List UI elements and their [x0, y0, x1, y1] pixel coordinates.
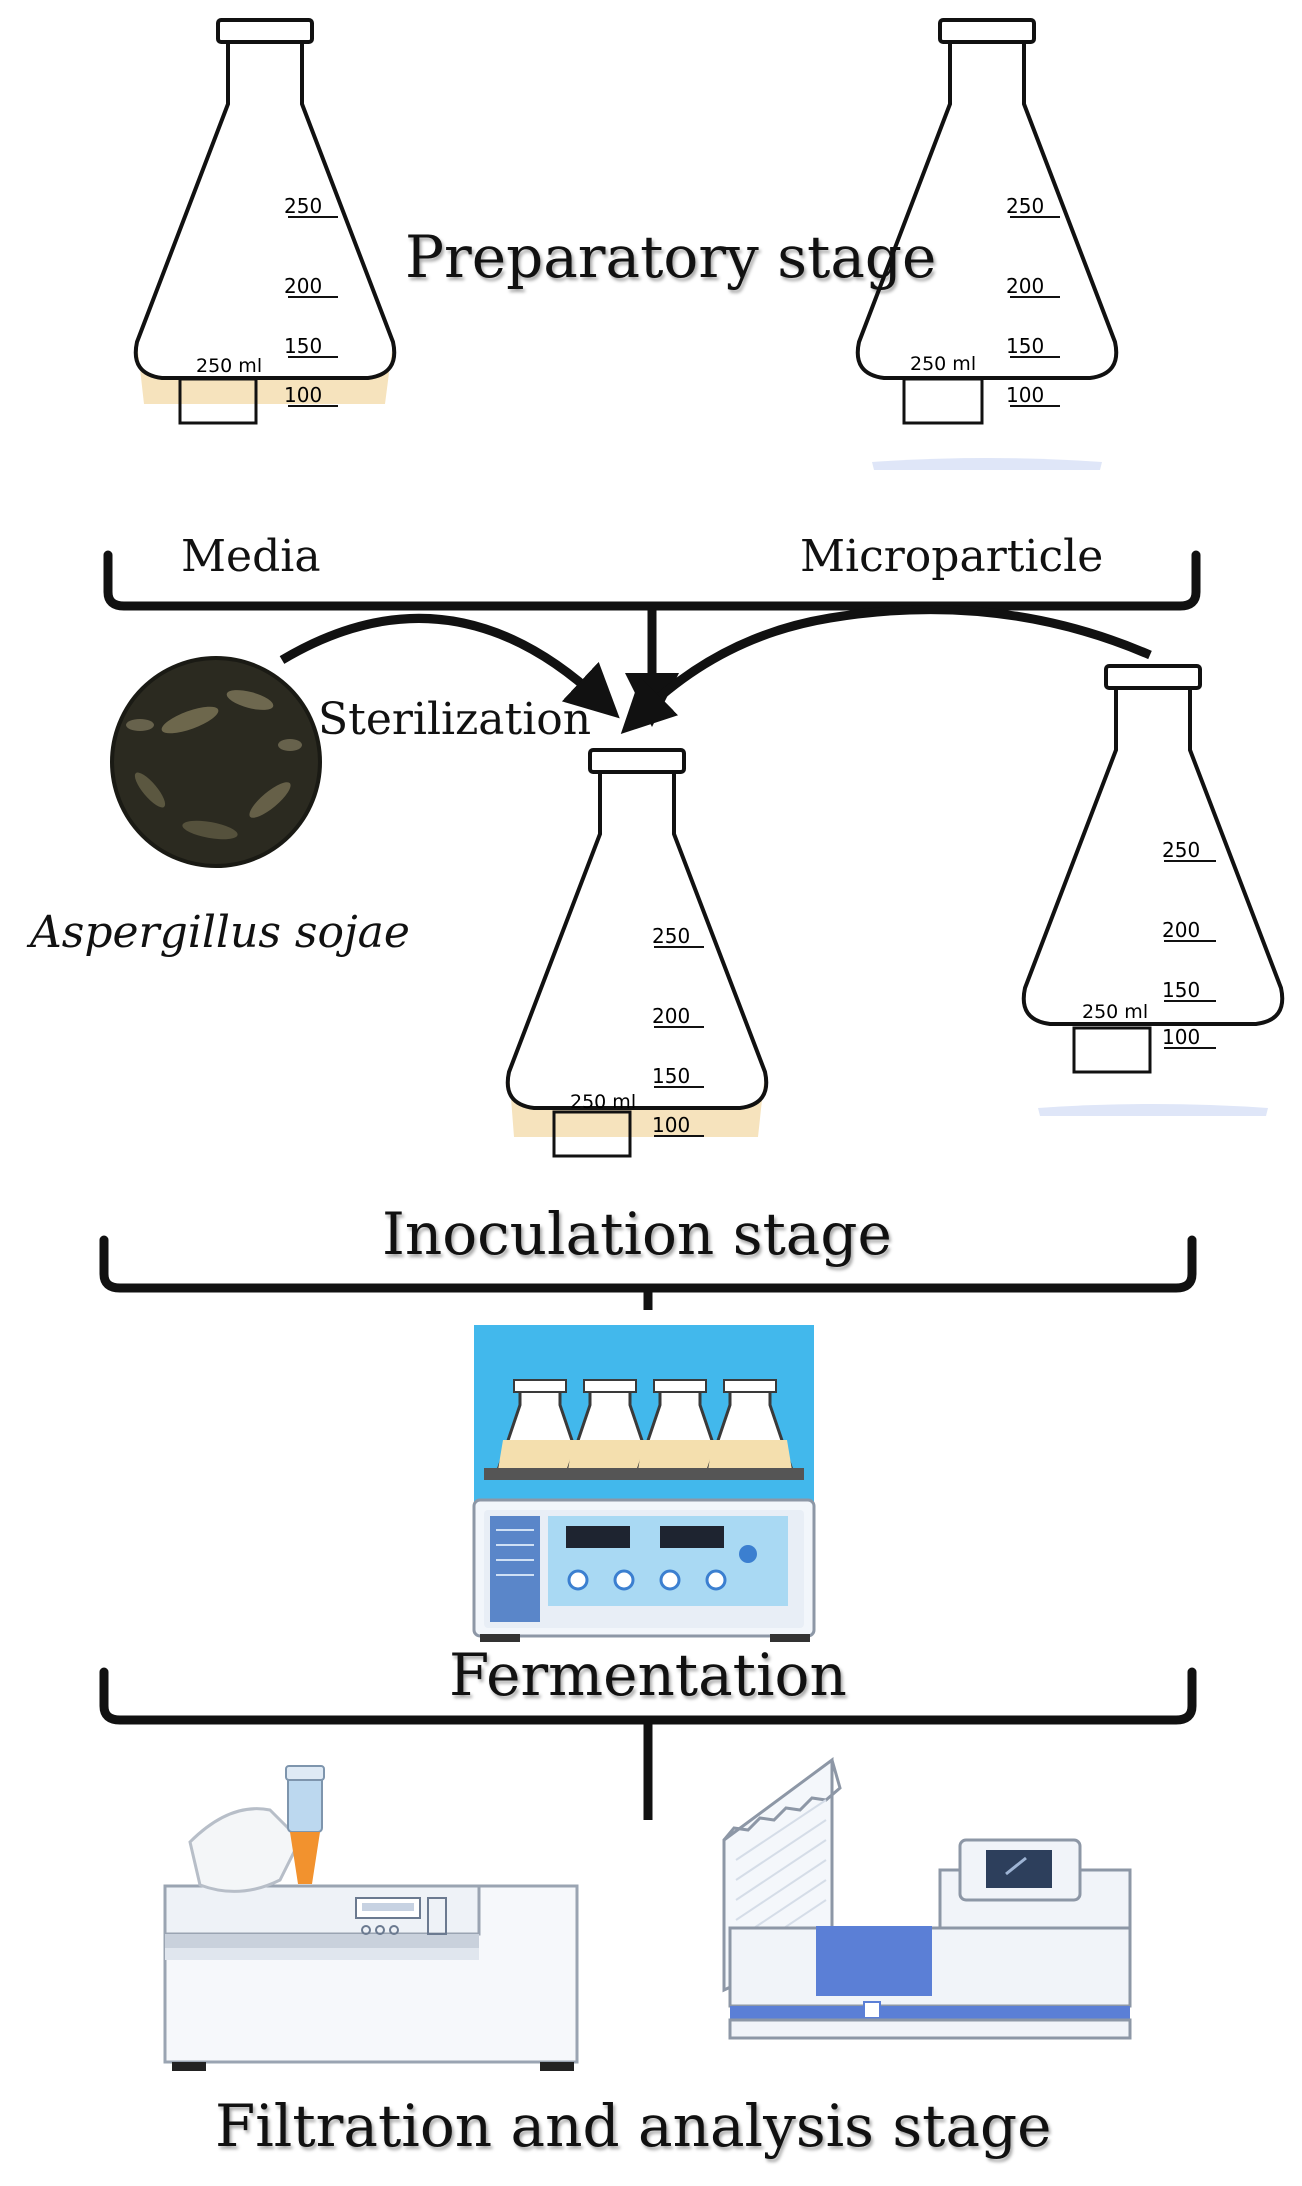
microparticle-label: Microparticle — [800, 531, 1104, 582]
microparticle-arrow — [620, 605, 1152, 734]
grad-200: 200 — [284, 274, 322, 298]
flask-graduations: 250 200 150 100 — [284, 194, 338, 407]
volume-label: 250 ml — [1082, 1001, 1148, 1023]
grad-200: 200 — [1162, 918, 1200, 942]
microparticle-flask-2: 250 200 150 100 250 ml — [1021, 664, 1285, 1116]
volume-label: 250 ml — [196, 355, 262, 377]
grad-100: 100 — [1162, 1025, 1200, 1049]
filtration-stage-title: Filtration and analysis stage — [215, 2092, 1052, 2160]
centrifuge-image — [163, 1765, 579, 2071]
inoculation-flask: 250 200 150 100 250 ml — [505, 748, 769, 1158]
grad-150: 150 — [652, 1064, 690, 1088]
sterilization-arrow — [279, 613, 620, 719]
grad-100: 100 — [1006, 383, 1044, 407]
microparticle-layer — [1038, 1104, 1268, 1116]
grad-100: 100 — [284, 383, 322, 407]
shaker-incubator-image — [472, 1325, 816, 1642]
volume-label: 250 ml — [910, 353, 976, 375]
microparticle-flask: 250 200 150 100 250 ml — [855, 18, 1119, 470]
grad-250: 250 — [1162, 838, 1200, 862]
analyzer-image — [722, 1757, 1132, 2040]
grad-200: 200 — [1006, 274, 1044, 298]
label-box — [1072, 1026, 1152, 1074]
grad-150: 150 — [284, 334, 322, 358]
preparatory-stage-title: Preparatory stage — [405, 223, 937, 291]
volume-label: 250 ml — [570, 1091, 636, 1113]
label-box — [902, 377, 984, 425]
grad-250: 250 — [1006, 194, 1044, 218]
label-box — [178, 377, 258, 425]
shaker-flasks — [495, 1379, 795, 1472]
media-liquid — [135, 342, 395, 404]
media-liquid — [507, 1072, 767, 1137]
sterilization-label: Sterilization — [318, 694, 592, 745]
grad-100: 100 — [652, 1113, 690, 1137]
grad-150: 150 — [1006, 334, 1044, 358]
flask-graduations: 250 200 150 100 — [1006, 194, 1060, 407]
grad-150: 150 — [1162, 978, 1200, 1002]
label-box — [552, 1110, 632, 1158]
grad-200: 200 — [652, 1004, 690, 1028]
fermentation-title: Fermentation — [449, 1641, 847, 1709]
media-label: Media — [181, 531, 321, 582]
microparticle-layer — [872, 458, 1102, 470]
flask-graduations: 250 200 150 100 — [652, 924, 704, 1137]
inoculation-stage-title: Inoculation stage — [382, 1200, 892, 1268]
aspergillus-culture-image — [110, 656, 322, 868]
flask-graduations: 250 200 150 100 — [1162, 838, 1216, 1049]
grad-250: 250 — [284, 194, 322, 218]
media-flask: 250 200 150 100 250 ml — [133, 18, 397, 425]
grad-250: 250 — [652, 924, 690, 948]
aspergillus-label: Aspergillus sojae — [30, 907, 410, 958]
